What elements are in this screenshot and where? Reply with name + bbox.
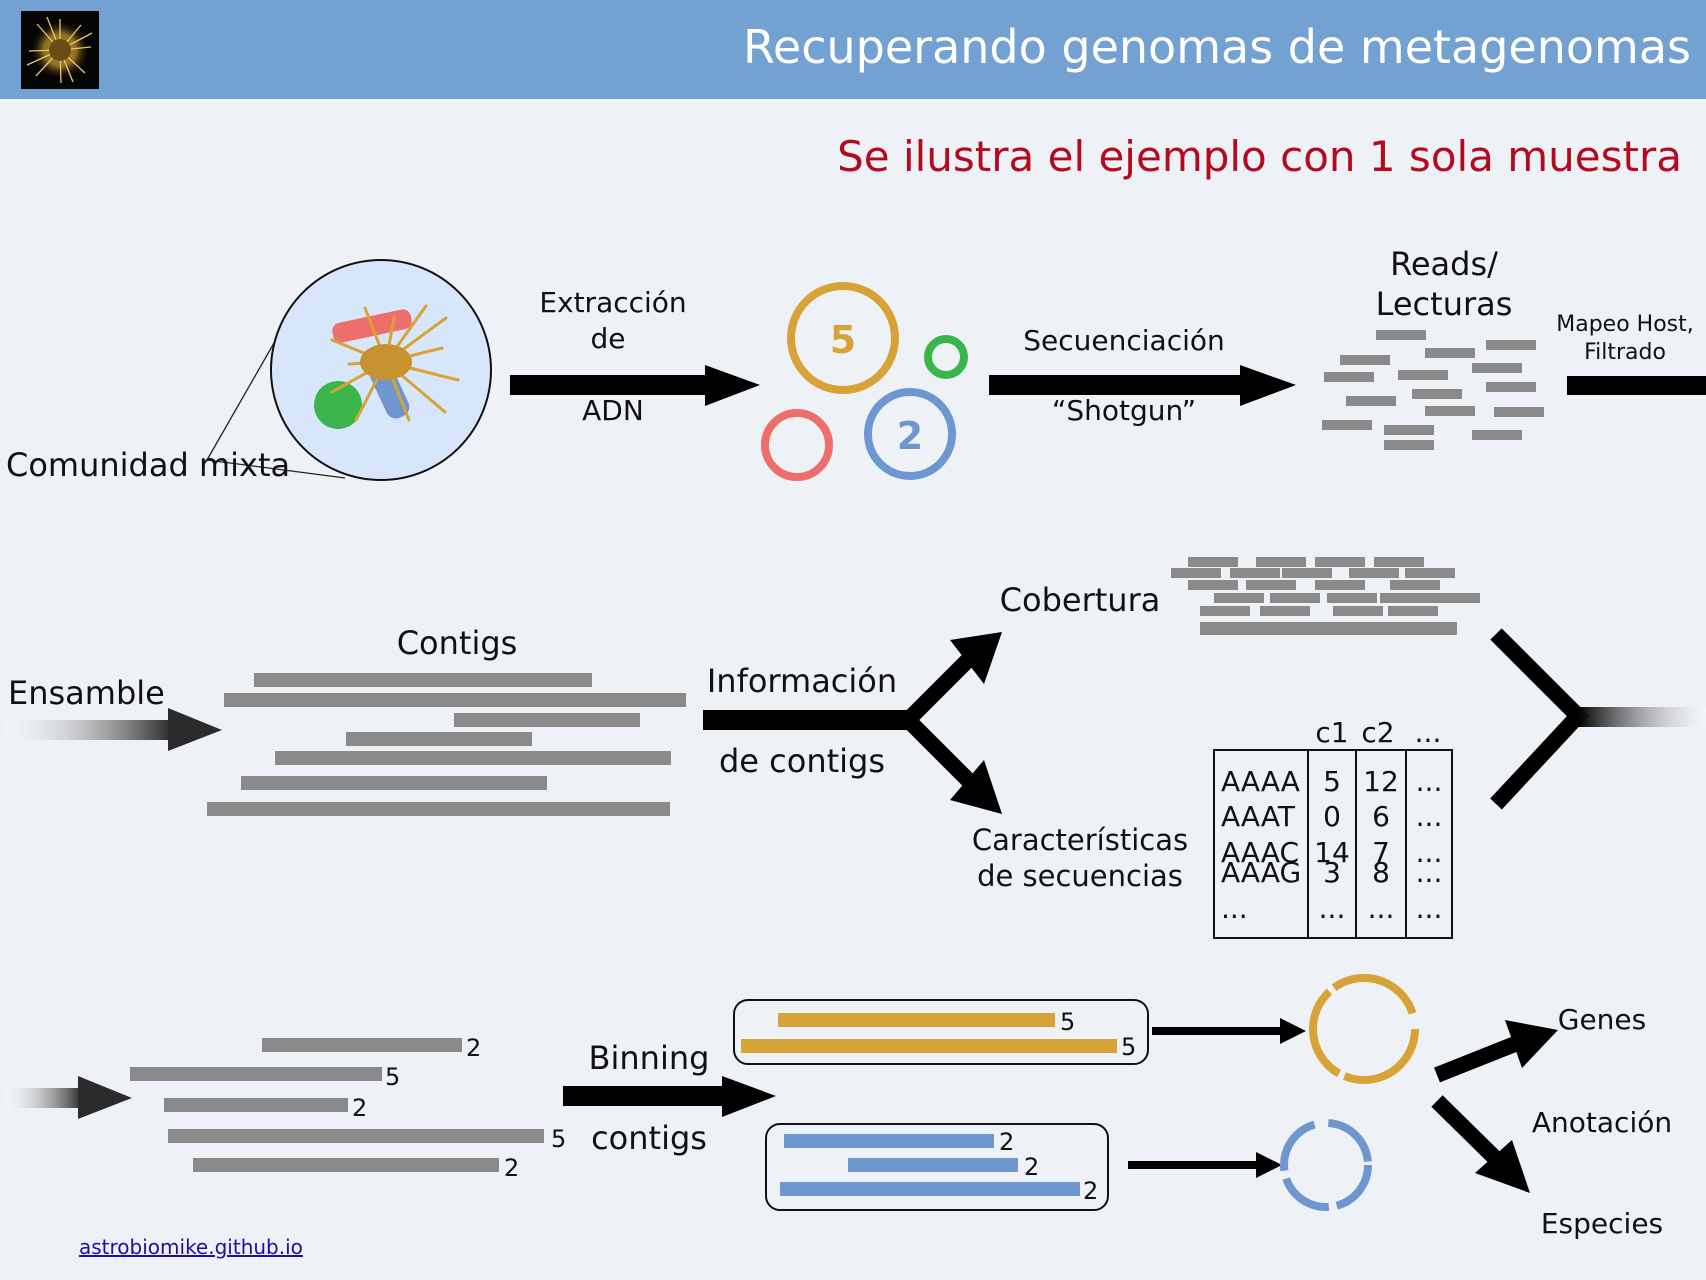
svg-text:0: 0 — [1323, 800, 1341, 833]
svg-text:AAAC: AAAC — [1221, 836, 1299, 869]
svg-text:12: 12 — [1363, 765, 1399, 798]
svg-text:...: ... — [1416, 856, 1443, 889]
assembly-label: Ensamble — [8, 674, 165, 712]
sequencing-label: Secuenciación — [1023, 324, 1225, 357]
unbinned-contigs — [130, 1038, 544, 1172]
table-row: AAAT 0 6 ... — [1221, 800, 1442, 833]
coverage-reads — [1171, 557, 1480, 635]
contig-count: 5 — [385, 1063, 400, 1091]
svg-text:...: ... — [1416, 836, 1443, 869]
svg-text:...: ... — [1368, 892, 1395, 925]
info-fork-arrow — [703, 632, 1002, 814]
bin-blue-count: 2 — [1083, 1177, 1098, 1205]
recovered-genome-gold — [1309, 974, 1419, 1084]
svg-text:7: 7 — [1372, 836, 1390, 869]
community-label: Comunidad mixta — [6, 446, 290, 484]
extraction-arrow — [510, 365, 760, 406]
genes-label: Genes — [1558, 1003, 1646, 1036]
contig-count: 2 — [504, 1154, 519, 1182]
annotation-arrows — [1431, 1020, 1558, 1193]
sequencing-arrow — [989, 365, 1296, 406]
svg-text:14: 14 — [1314, 836, 1350, 869]
svg-text:5: 5 — [1323, 765, 1341, 798]
svg-text:3: 3 — [1323, 856, 1341, 889]
header-bar: Recuperando genomas de metagenomas — [0, 0, 1706, 99]
table-header-c2: c2 — [1361, 716, 1394, 749]
svg-text:...: ... — [1416, 892, 1443, 925]
assembly-arrow — [6, 708, 222, 751]
bin-blue-count: 2 — [1024, 1153, 1039, 1181]
table-header-c1: c1 — [1315, 716, 1348, 749]
microbe-logo — [21, 11, 99, 89]
svg-text:6: 6 — [1372, 800, 1390, 833]
svg-text:...: ... — [1416, 800, 1443, 833]
contigs-stack — [207, 673, 686, 816]
merge-arrow — [1490, 628, 1706, 810]
svg-text:8: 8 — [1372, 856, 1390, 889]
extraction-label: Extracción — [539, 286, 686, 319]
table-row: AAAC 14 7 ... — [1221, 836, 1442, 869]
annotation-label: Anotación — [1532, 1106, 1672, 1139]
bin-gold — [733, 999, 1149, 1065]
table-row: AAAG 3 8 ... — [1221, 856, 1442, 889]
reads-pile — [1322, 330, 1544, 450]
bin-to-genome-arrows — [1128, 1018, 1306, 1178]
binning-arrow — [563, 1076, 776, 1117]
species-label: Especies — [1541, 1207, 1663, 1240]
recovered-genome-blue — [1280, 1119, 1372, 1211]
bin-gold-count: 5 — [1121, 1033, 1136, 1061]
svg-text:AAAT: AAAT — [1221, 800, 1296, 833]
features-label: Características — [972, 823, 1188, 857]
contig-count: 2 — [466, 1034, 481, 1062]
contig-count: 2 — [352, 1094, 367, 1122]
bin-gold-count: 5 — [1060, 1008, 1075, 1036]
svg-text:AAAA: AAAA — [1221, 765, 1300, 798]
subtitle: Se ilustra el ejemplo con 1 sola muestra — [837, 132, 1682, 181]
footer-link[interactable]: astrobiomike.github.io — [79, 1235, 303, 1259]
sequencing-label-shotgun: “Shotgun” — [1052, 394, 1196, 427]
reads-label-lecturas: Lecturas — [1376, 285, 1513, 323]
mapping-label-filtrado: Filtrado — [1584, 340, 1666, 365]
contig-info-label: Información — [707, 662, 897, 700]
table-row: AAAA 5 12 ... — [1221, 765, 1442, 798]
svg-text:...: ... — [1319, 892, 1346, 925]
svg-text:AAAG: AAAG — [1221, 856, 1301, 889]
table-row: ... ... ... ... — [1221, 892, 1442, 925]
page-title: Recuperando genomas de metagenomas — [743, 20, 1691, 74]
features-label-2: de secuencias — [977, 859, 1183, 893]
svg-text:...: ... — [1416, 765, 1443, 798]
kmer-table: c1 c2 ... AAAA 5 12 ... AAAT 0 6 ... AAA… — [1213, 716, 1453, 939]
reads-label: Reads/ — [1390, 245, 1498, 283]
coverage-label: Cobertura — [1000, 581, 1161, 619]
table-header-more: ... — [1415, 716, 1442, 749]
binning-label: Binning — [589, 1039, 710, 1077]
binning-label-contigs: contigs — [591, 1119, 707, 1157]
genome-count-gold: 5 — [830, 318, 856, 362]
mapping-label: Mapeo Host, — [1556, 312, 1694, 337]
bin-blue-count: 2 — [999, 1128, 1014, 1156]
contigs-label: Contigs — [397, 624, 518, 662]
extraction-label-adn: ADN — [582, 394, 644, 427]
contig-count: 5 — [551, 1125, 566, 1153]
extraction-label-de: de — [591, 322, 626, 355]
binning-input-arrow — [6, 1076, 132, 1119]
mapping-arrow — [1567, 376, 1706, 395]
svg-text:...: ... — [1221, 892, 1248, 925]
community-cell — [206, 259, 492, 481]
genome-circles — [761, 282, 968, 481]
contig-info-label-2: de contigs — [719, 742, 885, 780]
bin-blue — [765, 1123, 1109, 1211]
genome-count-blue: 2 — [897, 414, 923, 458]
